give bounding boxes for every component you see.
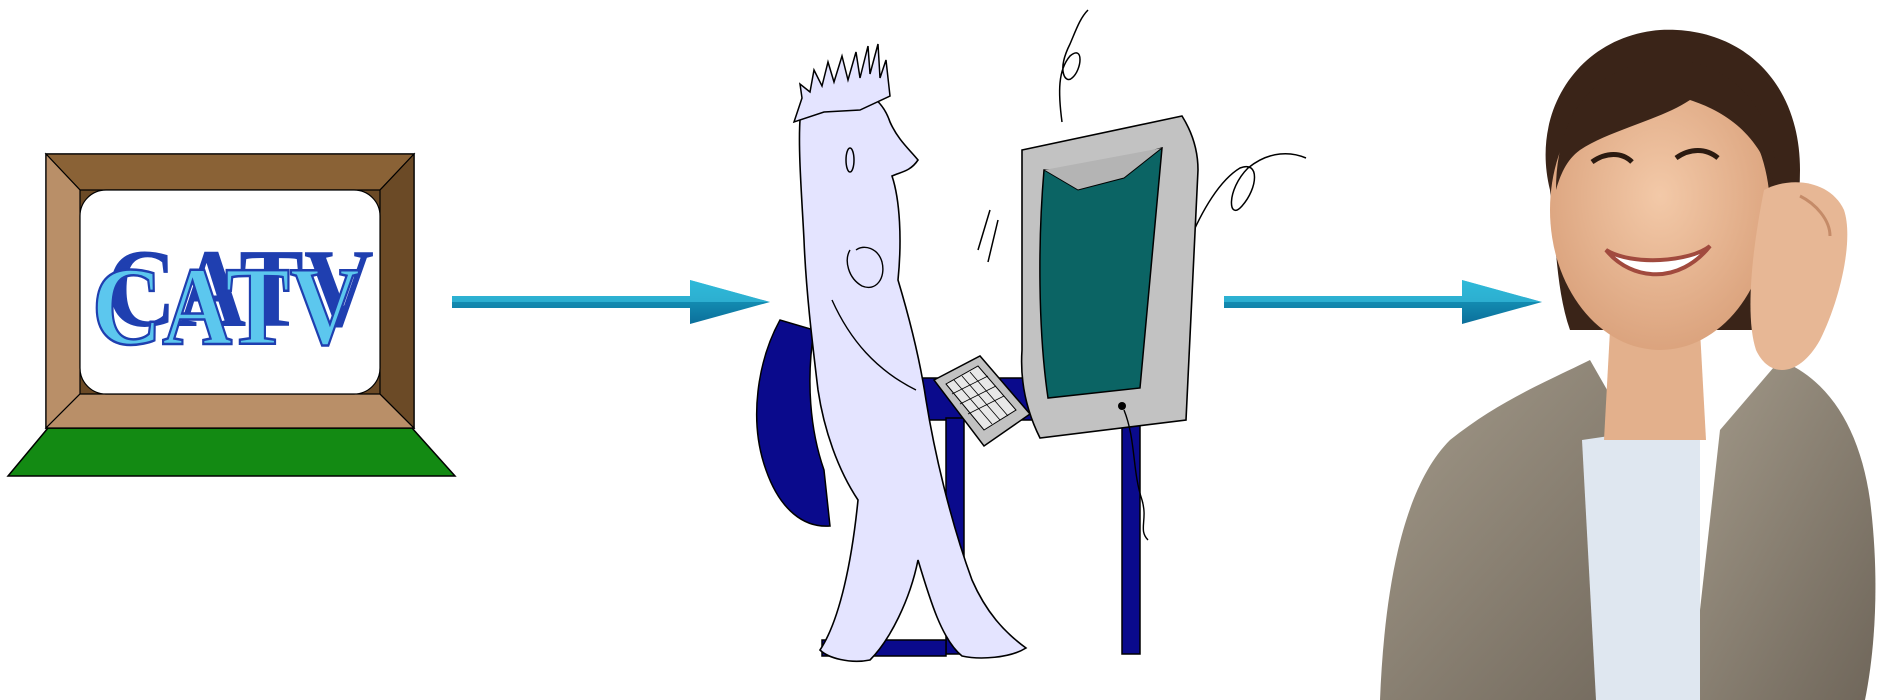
catv-logo: CATV xyxy=(92,245,360,369)
shirt xyxy=(1582,430,1700,700)
swirl-mark xyxy=(1060,10,1088,122)
woman-on-phone-photo xyxy=(1360,0,1885,700)
arrow-right-icon xyxy=(450,272,780,332)
computer-monitor xyxy=(1022,116,1198,540)
tv-stand xyxy=(8,428,455,476)
hand xyxy=(1750,182,1847,370)
frustrated-user-at-computer-illustration xyxy=(740,0,1340,700)
swirl-mark xyxy=(1188,154,1306,244)
catv-tv-illustration: CATV CATV xyxy=(0,0,460,700)
